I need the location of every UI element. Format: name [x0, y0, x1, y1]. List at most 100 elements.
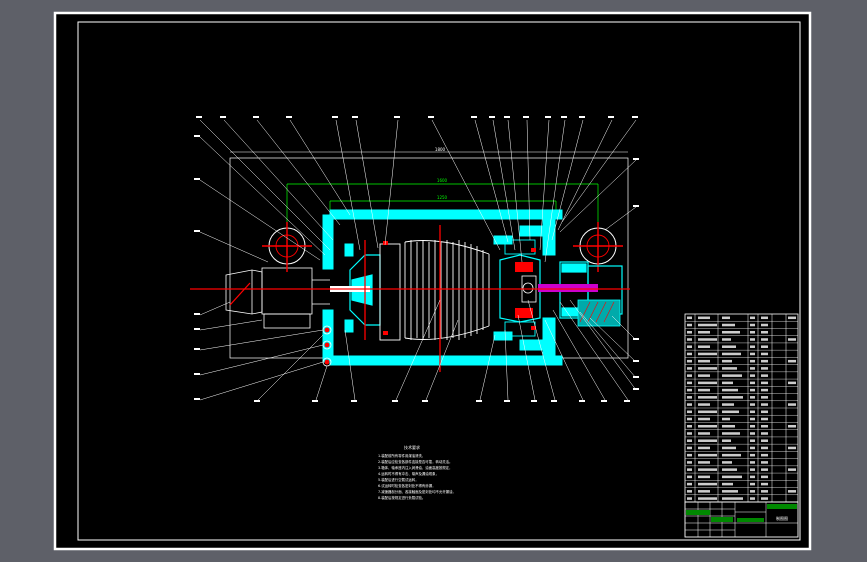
- wheelbase-dimension: 1600: [437, 178, 448, 183]
- parts-list-cell-text: [687, 381, 692, 385]
- parts-list-cell-text: [698, 490, 710, 493]
- parts-list-cell-text: [761, 330, 768, 334]
- parts-list-cell-text: [698, 330, 710, 334]
- parts-list-cell-text: [687, 403, 692, 406]
- drum-ribs: [379, 240, 490, 341]
- drawing-frame-border: [77, 21, 801, 541]
- parts-list-cell-text: [788, 403, 796, 406]
- note-line: 6.试运转时检查各密封处不得有渗漏，: [378, 483, 435, 488]
- parts-list-cell-text: [698, 323, 717, 327]
- parts-list-cell-text: [761, 461, 768, 464]
- drum-length-dimension: 1250: [437, 195, 448, 200]
- parts-list-cell-text: [761, 497, 768, 500]
- parts-list-cell-text: [722, 330, 740, 334]
- parts-list-cell-text: [750, 497, 755, 500]
- parts-list-cell-text: [750, 338, 755, 341]
- note-line: 1.装配前所有零件用煤油清洗，: [378, 453, 425, 458]
- parts-list-cell-text: [761, 424, 768, 428]
- parts-list-cell-text: [687, 396, 692, 399]
- technical-requirements: 技术要求 1.装配前所有零件用煤油清洗， 2.装配后应检查各部件连接是否可靠，转…: [378, 444, 456, 500]
- parts-list-cell-text: [698, 367, 717, 370]
- parts-list-cell-text: [750, 323, 755, 327]
- parts-list-cell-text: [722, 461, 732, 464]
- parts-list-cell-text: [687, 367, 692, 370]
- parts-list-cell-text: [788, 381, 796, 385]
- parts-list-cell-text: [750, 388, 755, 392]
- parts-list-cell-text: [750, 316, 755, 320]
- parts-list-cell-text: [722, 497, 743, 500]
- parts-list-cell-text: [750, 475, 755, 479]
- parts-list-cell-text: [750, 410, 755, 414]
- parts-list-cell-text: [761, 475, 768, 479]
- parts-list-cell-text: [687, 410, 692, 414]
- parts-list-cell-text: [698, 359, 710, 363]
- parts-list-cell-text: [722, 475, 742, 479]
- parts-list-cell-text: [698, 453, 717, 457]
- parts-list-cell-text: [687, 432, 692, 435]
- parts-list-cell-text: [722, 417, 730, 421]
- parts-list-cell-text: [788, 490, 796, 493]
- parts-list-cell-text: [722, 439, 731, 442]
- parts-list-cell-text: [698, 417, 710, 421]
- fasteners: [324, 241, 536, 365]
- parts-list-cell-text: [761, 432, 768, 435]
- parts-list-cell-text: [687, 490, 692, 493]
- parts-list-cell-text: [750, 359, 755, 363]
- parts-list-cell-text: [698, 338, 717, 341]
- parts-list-cell-text: [750, 461, 755, 464]
- parts-list-cell-text: [761, 323, 768, 327]
- parts-list-cell-text: [722, 403, 734, 406]
- parts-list-cell-text: [750, 432, 755, 435]
- right-bearing-seat: [577, 299, 621, 327]
- parts-list-cell-text: [788, 316, 796, 320]
- parts-list-cell-text: [722, 345, 736, 348]
- parts-list-cell-text: [722, 338, 731, 341]
- parts-list-cell-text: [750, 367, 755, 370]
- parts-list-cell-text: [761, 410, 768, 414]
- title-block-name: 制图图: [776, 515, 788, 521]
- parts-list-cell-text: [750, 374, 755, 377]
- parts-list-cell-text: [750, 352, 755, 356]
- parts-list-cell-text: [722, 432, 740, 435]
- parts-list-cell-text: [722, 352, 741, 356]
- parts-list-cell-text: [687, 468, 692, 471]
- parts-list-cell-text: [761, 381, 768, 385]
- parts-list-cell-text: [687, 482, 692, 486]
- parts-list-cell-text: [761, 359, 768, 363]
- centerlines: [190, 225, 630, 372]
- parts-list-cell-text: [722, 381, 733, 385]
- parts-list-cell-text: [722, 446, 736, 450]
- parts-list-cell-text: [698, 461, 710, 464]
- parts-list-cell-text: [750, 403, 755, 406]
- parts-list-cell-text: [722, 453, 741, 457]
- parts-list-cell-text: [761, 374, 768, 377]
- parts-list-cell-text: [761, 439, 768, 442]
- parts-list-cell-text: [722, 323, 735, 327]
- parts-list-cell-text: [687, 475, 692, 479]
- parts-list-cell-text: [687, 316, 692, 320]
- note-line: 2.装配后应检查各部件连接是否可靠，转动灵活。: [378, 459, 452, 464]
- parts-list-cell-text: [750, 381, 755, 385]
- parts-list-cell-text: [750, 345, 755, 348]
- parts-list-cell-text: [687, 323, 692, 327]
- parts-list-cell-text: [698, 374, 710, 377]
- parts-list-cell-text: [788, 338, 796, 341]
- parts-list-cell-text: [750, 439, 755, 442]
- parts-list-cell-text: [761, 316, 768, 320]
- parts-list-cell-text: [722, 468, 737, 471]
- parts-list-table: [684, 313, 799, 503]
- parts-list-cell-text: [761, 446, 768, 450]
- parts-list-cell-text: [687, 345, 692, 348]
- parts-list-cell-text: [698, 482, 717, 486]
- parts-list-cell-text: [698, 381, 717, 385]
- parts-list-cell-text: [698, 497, 717, 500]
- parts-list-cell-text: [788, 424, 796, 428]
- parts-list-cell-text: [687, 417, 692, 421]
- parts-list-cell-text: [761, 338, 768, 341]
- parts-list-cell-text: [761, 396, 768, 399]
- parts-list-cell-text: [750, 490, 755, 493]
- title-block: 制图图: [684, 501, 799, 538]
- part-number-balloons: [194, 116, 639, 402]
- output-shaft: [538, 284, 598, 292]
- parts-list-cell-text: [750, 417, 755, 421]
